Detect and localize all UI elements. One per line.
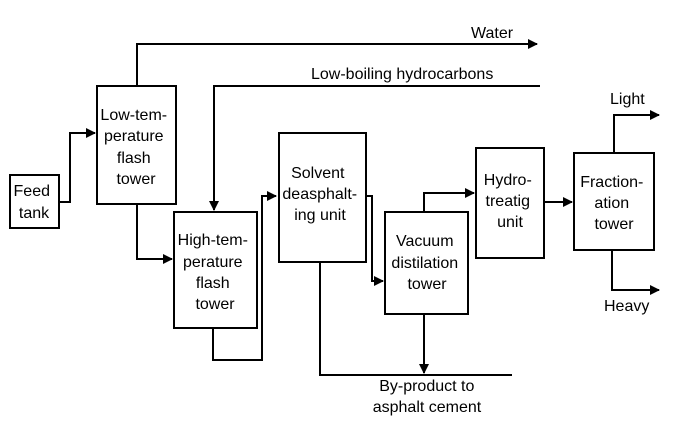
fractionation-tower-label: Fraction- ation tower — [580, 174, 648, 233]
low-temp-flash-tower-box — [96, 85, 177, 205]
low-boiling-stream-line — [209, 85, 540, 211]
solvent-deasphalting-unit-box — [278, 132, 367, 263]
heavy-stream-label: Heavy — [604, 298, 649, 315]
feed-to-lowtemp-line — [60, 128, 96, 203]
byproduct-stream-label: By-product to asphalt cement — [373, 378, 482, 416]
water-stream-line — [136, 39, 538, 86]
water-stream-label: Water — [471, 25, 514, 42]
vacuum-to-hydro-line — [423, 188, 475, 212]
fractionation-tower-box — [573, 152, 655, 251]
feed-tank-label: Feed tank — [14, 183, 55, 222]
feed-tank-box — [9, 174, 60, 229]
solvent-to-vacuum-line — [366, 195, 384, 286]
low-boiling-stream-label: Low-boiling hydrocarbons — [311, 66, 493, 83]
high-temp-flash-tower-label: High-tem- perature flash tower — [178, 232, 253, 313]
flow-lines — [60, 39, 660, 376]
hydrotreating-unit-label: Hydro- treatig unit — [484, 172, 536, 231]
low-temp-flash-tower-label: Low-tem- perature flash tower — [100, 107, 171, 188]
byproduct-line — [319, 262, 512, 376]
lowtemp-to-hightemp-line — [136, 204, 173, 264]
solvent-deasphalting-unit-label: Solvent deasphalt- ing unit — [282, 165, 361, 224]
high-temp-flash-tower-box — [173, 211, 258, 329]
heavy-stream-line — [611, 250, 660, 295]
light-stream-line — [613, 110, 660, 153]
vacuum-distillation-tower-label: Vacuum distilation tower — [391, 233, 462, 293]
vacuum-distillation-tower-box — [384, 211, 469, 315]
hightemp-to-solvent-line — [212, 191, 277, 361]
light-stream-label: Light — [610, 91, 645, 108]
hydrotreating-unit-box — [475, 147, 545, 259]
